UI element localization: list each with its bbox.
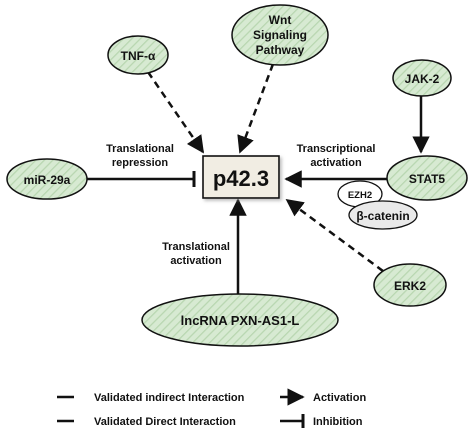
- node-stat5-label: STAT5: [409, 172, 446, 186]
- node-erk2-label: ERK2: [394, 279, 426, 293]
- edge-wnt-to-p42: [237, 63, 275, 154]
- node-lncrna-label: lncRNA PXN-AS1-L: [181, 313, 300, 328]
- legend-activation-label: Activation: [313, 392, 366, 404]
- node-mir29a: miR-29a: [6, 158, 88, 200]
- label-translational-activation-2: activation: [170, 255, 222, 267]
- label-translational-repression-1: Translational: [106, 143, 174, 155]
- label-translational-activation-1: Translational: [162, 241, 230, 253]
- node-beta-catenin: β-catenin: [348, 200, 418, 230]
- label-transcriptional-activation-2: activation: [310, 157, 362, 169]
- node-jak2-label: JAK-2: [405, 72, 440, 86]
- node-jak2: JAK-2: [392, 59, 452, 97]
- node-stat5: STAT5: [386, 155, 468, 201]
- node-wnt-line-1: Wnt: [269, 13, 292, 27]
- node-ezh2-label: EZH2: [348, 190, 372, 201]
- node-tnf-alpha: TNF-α: [107, 35, 169, 75]
- legend-direct-label: Validated Direct Interaction: [94, 416, 236, 428]
- node-erk2: ERK2: [373, 263, 447, 307]
- label-transcriptional-activation-1: Transcriptional: [297, 143, 376, 155]
- legend-indirect-label: Validated indirect Interaction: [94, 392, 245, 404]
- node-p42-3: p42.3: [202, 155, 280, 199]
- node-wnt-line-2: Signaling: [253, 28, 307, 42]
- edge-tnf-to-p42: [146, 71, 205, 154]
- node-wnt-line-3: Pathway: [256, 43, 305, 57]
- node-tnf-alpha-label: TNF-α: [121, 49, 156, 63]
- node-mir29a-label: miR-29a: [24, 173, 71, 187]
- legend-inhibition-label: Inhibition: [313, 416, 363, 428]
- edge-erk2-to-p42: [285, 198, 384, 273]
- node-lncrna: lncRNA PXN-AS1-L: [141, 293, 339, 347]
- label-translational-repression-2: repression: [112, 157, 169, 169]
- node-p42-3-label: p42.3: [213, 166, 269, 191]
- node-wnt-pathway: Wnt Signaling Pathway: [231, 4, 329, 66]
- node-beta-catenin-label: β-catenin: [356, 209, 409, 223]
- legend: Validated indirect Interaction Validated…: [57, 388, 366, 428]
